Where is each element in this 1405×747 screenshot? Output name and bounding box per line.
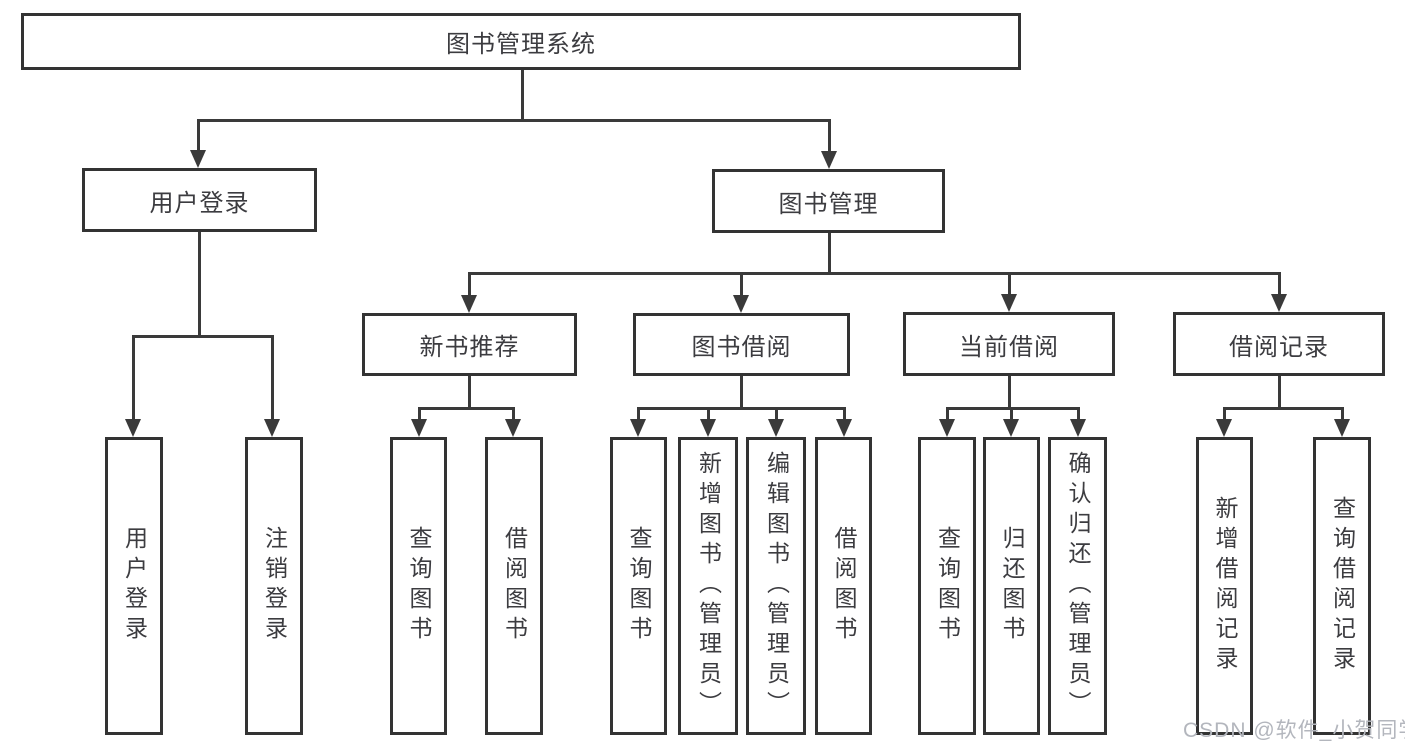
leaf-query-books-newrec: 查询图书 <box>390 437 447 735</box>
leaf-logout: 注销登录 <box>245 437 303 735</box>
leaf-label: 新增借阅记录 <box>1212 496 1238 676</box>
connector-line <box>636 407 640 421</box>
connector-line <box>1277 272 1281 297</box>
leaf-edit-books-admin: 编辑图书（管理员） <box>746 437 806 735</box>
connector-line <box>417 407 515 410</box>
node-user-login: 用户登录 <box>82 168 317 232</box>
connector-arrowhead <box>461 295 477 313</box>
connector-arrowhead <box>939 419 955 437</box>
connector-arrowhead <box>836 419 852 437</box>
leaf-query-books-borrow: 查询图书 <box>610 437 667 735</box>
connector-line <box>1277 376 1281 409</box>
connector-arrowhead <box>733 295 749 313</box>
leaf-label: 新增图书（管理员） <box>695 451 722 721</box>
leaf-return-books: 归还图书 <box>983 437 1040 735</box>
leaf-label: 查询图书 <box>626 526 652 646</box>
connector-line <box>1340 407 1344 421</box>
connector-line <box>827 119 831 152</box>
connector-arrowhead <box>1216 419 1232 437</box>
connector-arrowhead <box>125 419 141 437</box>
leaf-label: 借阅图书 <box>501 526 528 646</box>
leaf-label: 查询图书 <box>934 526 961 646</box>
connector-arrowhead <box>1001 294 1017 312</box>
node-borrowing-records: 借阅记录 <box>1173 312 1385 376</box>
leaf-label: 借阅图书 <box>831 526 857 646</box>
connector-line <box>1007 376 1011 409</box>
connector-line <box>827 233 831 274</box>
watermark: CSDN @软件_小贺同学 <box>1183 719 1405 742</box>
connector-arrowhead <box>630 419 646 437</box>
connector-line <box>1222 407 1226 421</box>
connector-line <box>774 407 778 421</box>
node-label: 图书管理系统 <box>446 31 596 58</box>
node-label: 图书管理 <box>778 190 879 218</box>
connector-arrowhead <box>1070 419 1086 437</box>
leaf-add-borrow-record: 新增借阅记录 <box>1196 437 1253 735</box>
connector-line <box>842 407 846 421</box>
leaf-confirm-return-admin: 确认归还（管理员） <box>1048 437 1107 735</box>
node-library-management-system: 图书管理系统 <box>21 13 1021 70</box>
connector-arrowhead <box>1271 294 1287 312</box>
connector-line <box>520 70 524 121</box>
connector-line <box>739 272 743 297</box>
connector-line <box>417 407 421 421</box>
connector-arrowhead <box>1003 419 1019 437</box>
connector-arrowhead <box>190 150 206 168</box>
connector-line <box>131 335 274 338</box>
connector-arrowhead <box>1334 419 1350 437</box>
connector-line <box>945 407 949 421</box>
connector-arrowhead <box>411 419 427 437</box>
connector-line <box>198 232 201 337</box>
connector-line <box>706 407 710 421</box>
node-label: 图书借阅 <box>691 334 792 361</box>
connector-arrowhead <box>700 419 716 437</box>
leaf-label: 查询借阅记录 <box>1329 496 1356 676</box>
connector-line <box>467 272 1281 275</box>
leaf-query-borrow-record: 查询借阅记录 <box>1313 437 1371 735</box>
connector-arrowhead <box>821 151 837 169</box>
leaf-borrow-books-newrec: 借阅图书 <box>485 437 543 735</box>
connector-line <box>1009 407 1013 421</box>
connector-line <box>511 407 515 421</box>
connector-line <box>636 407 846 410</box>
leaf-label: 用户登录 <box>121 526 148 646</box>
connector-line <box>1076 407 1080 421</box>
connector-arrowhead <box>264 419 280 437</box>
leaf-borrow-books: 借阅图书 <box>815 437 872 735</box>
leaf-user-login: 用户登录 <box>105 437 163 735</box>
node-label: 当前借阅 <box>959 333 1059 361</box>
leaf-add-books-admin: 新增图书（管理员） <box>678 437 738 735</box>
connector-arrowhead <box>505 419 521 437</box>
leaf-label: 归还图书 <box>999 526 1025 646</box>
connector-line <box>197 119 831 122</box>
connector-line <box>467 272 471 297</box>
leaf-label: 编辑图书（管理员） <box>763 451 790 721</box>
connector-line <box>945 407 1080 410</box>
leaf-query-books-current: 查询图书 <box>918 437 976 735</box>
connector-line <box>467 376 471 409</box>
leaf-label: 确认归还（管理员） <box>1065 451 1091 721</box>
connector-line <box>270 335 274 421</box>
connector-line <box>196 119 200 152</box>
node-book-management: 图书管理 <box>712 169 945 233</box>
node-current-borrowing: 当前借阅 <box>903 312 1115 376</box>
leaf-label: 注销登录 <box>261 526 288 646</box>
node-new-book-recommendation: 新书推荐 <box>362 313 577 376</box>
node-book-borrowing: 图书借阅 <box>633 313 850 376</box>
connector-line <box>739 376 743 409</box>
connector-arrowhead <box>768 419 784 437</box>
leaf-label: 查询图书 <box>406 526 432 646</box>
node-label: 用户登录 <box>149 189 250 217</box>
connector-line <box>131 335 135 421</box>
node-label: 新书推荐 <box>419 334 520 361</box>
connector-line <box>1007 272 1011 297</box>
node-label: 借阅记录 <box>1229 333 1329 361</box>
connector-line <box>1222 407 1344 410</box>
